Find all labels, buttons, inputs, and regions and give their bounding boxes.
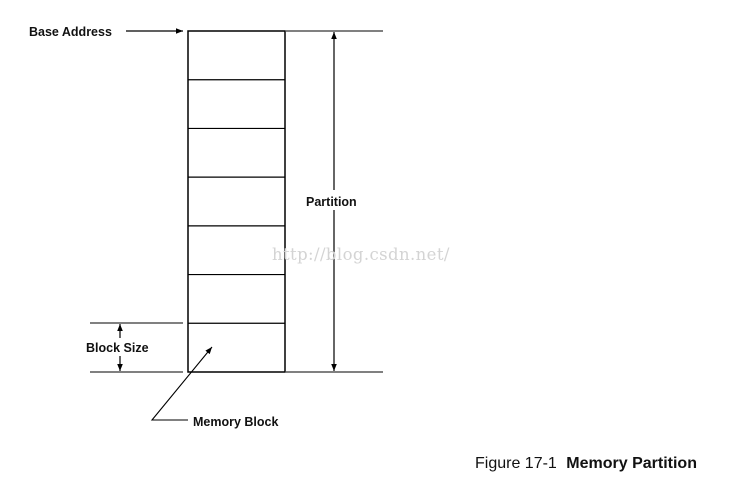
partition-label: Partition [306, 195, 357, 209]
figure-title: Memory Partition [566, 455, 697, 472]
partition-outline [187, 30, 286, 373]
memory-block-leader-arrow [150, 346, 213, 421]
block-size-label: Block Size [86, 341, 149, 355]
memory-block-label: Memory Block [193, 415, 278, 429]
watermark-text: http://blog.csdn.net/ [272, 245, 450, 264]
partition-column [187, 30, 286, 373]
base-address-label: Base Address [29, 25, 112, 39]
figure-number: Figure 17-1 [475, 455, 557, 472]
figure-caption: Figure 17-1 Memory Partition [475, 455, 697, 472]
